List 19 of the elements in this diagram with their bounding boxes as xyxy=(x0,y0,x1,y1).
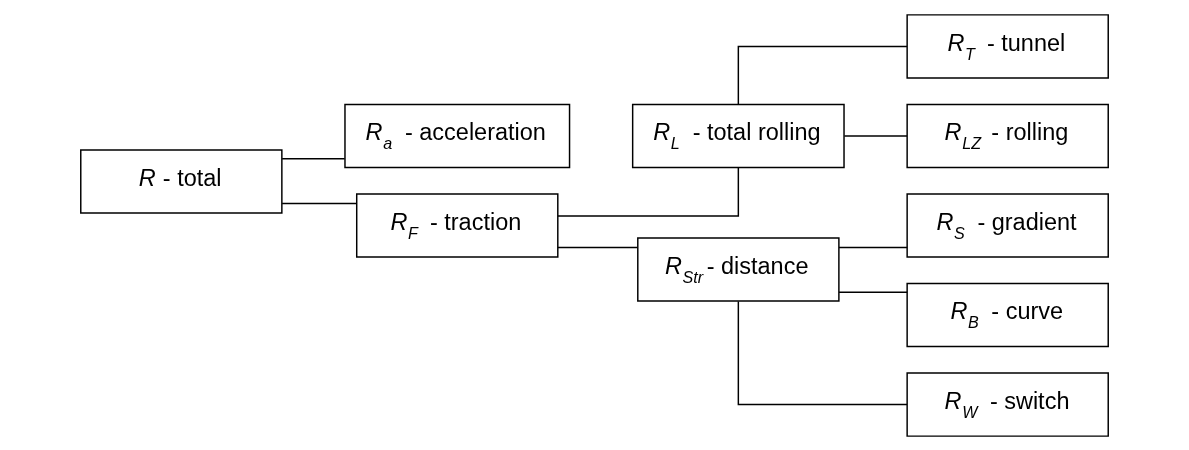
node-box: R$_{W}$ - switch xyxy=(906,371,1109,437)
node-box: R$_{Str}$- distance xyxy=(637,236,840,302)
connector xyxy=(281,157,346,159)
connector xyxy=(843,134,908,137)
node-box: R$_{L}$ - total rolling xyxy=(631,103,845,168)
node-box: R$_{S}$ - gradient xyxy=(906,192,1109,258)
node-box: R$_{B}$ - curve xyxy=(906,282,1109,347)
connector xyxy=(281,202,357,204)
node-box: R$_{a}$ - acceleration xyxy=(344,103,571,168)
connector xyxy=(737,300,908,405)
node-box: R$_{T}$ - tunnel xyxy=(906,13,1109,79)
connector xyxy=(737,45,908,105)
connector xyxy=(838,291,908,293)
connector xyxy=(557,246,639,248)
connector xyxy=(557,166,740,217)
node-box: R$_{F}$ - traction xyxy=(356,192,559,258)
connector xyxy=(838,246,908,248)
node-box: R - total xyxy=(80,148,283,214)
node-box: R$_{LZ}$ - rolling xyxy=(906,103,1109,168)
